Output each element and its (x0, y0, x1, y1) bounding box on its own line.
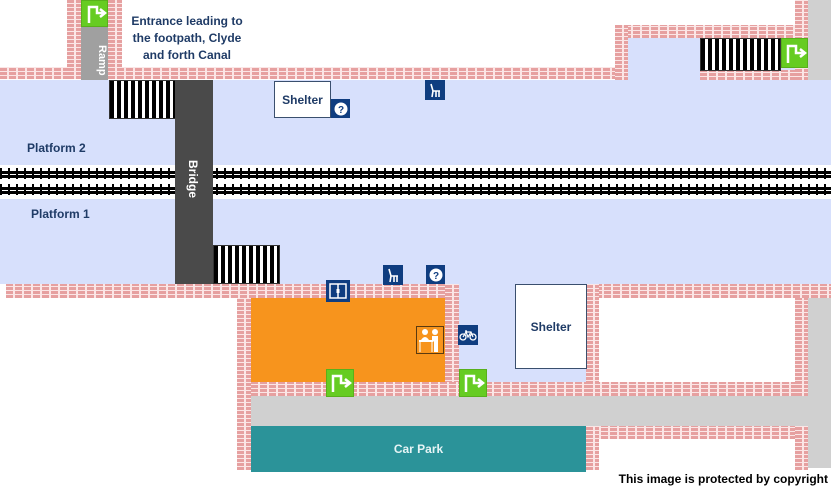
railway-tracks (0, 165, 831, 199)
wall-carpark-right-left (586, 426, 599, 470)
ticket-machine-icon (326, 280, 350, 302)
seating-icon (425, 80, 445, 100)
bridge-label: Bridge (186, 160, 200, 199)
platform-1-label: Platform 1 (31, 207, 90, 221)
exit-arrow-icon (459, 369, 487, 397)
road (251, 396, 831, 426)
wall-top-right-stub (615, 25, 628, 80)
wall-carpark-right-top (592, 426, 808, 439)
wall-top-left (0, 67, 625, 79)
svg-text:?: ? (432, 271, 438, 282)
car-park[interactable]: Car Park (251, 426, 586, 472)
svg-text:?: ? (337, 105, 343, 116)
shelter-platform-1: Shelter (515, 284, 587, 369)
help-point-icon: ? (331, 99, 350, 118)
wall-ticket-hall-right (445, 284, 459, 396)
entrance-note: Entrance leading to the footpath, Clyde … (131, 14, 243, 62)
wall-carpark-right-right (795, 426, 808, 470)
wall-right-block-left (586, 284, 599, 396)
wall-ramp-left (67, 0, 81, 79)
bridge[interactable]: Bridge (175, 80, 213, 284)
wall-alcove-bottom (700, 70, 795, 80)
seating-icon (383, 265, 403, 285)
stairs-top-left[interactable] (109, 80, 176, 119)
wall-ramp-right (108, 0, 122, 79)
exit-arrow-icon (781, 38, 808, 68)
wall-ticket-hall-left (237, 298, 251, 470)
copyright-notice: This image is protected by copyright (618, 472, 828, 486)
car-park-label: Car Park (393, 442, 444, 456)
exit-arrow-icon (81, 0, 108, 27)
platform-2-label: Platform 2 (27, 141, 86, 155)
right-edge-path (808, 0, 831, 80)
stairs-top-right[interactable] (700, 38, 781, 71)
exit-arrow-icon (326, 369, 354, 397)
help-point-icon: ? (426, 265, 445, 284)
wall-top-right (615, 25, 808, 38)
wall-platform-1-right (586, 284, 831, 298)
wall-right-block-right (795, 298, 808, 396)
shelter-platform-2: Shelter (274, 81, 331, 118)
platform-1 (0, 199, 831, 284)
wall-platform-1-left (6, 284, 459, 298)
right-edge-path-lower (808, 298, 831, 468)
ticket-hall[interactable] (251, 298, 445, 382)
cycle-storage-icon (458, 325, 478, 345)
ramp-label: Ramp (96, 45, 108, 76)
stairs-bottom[interactable] (213, 245, 280, 284)
ticket-office-icon (416, 326, 444, 354)
wall-ticket-hall-bottom (251, 382, 808, 396)
